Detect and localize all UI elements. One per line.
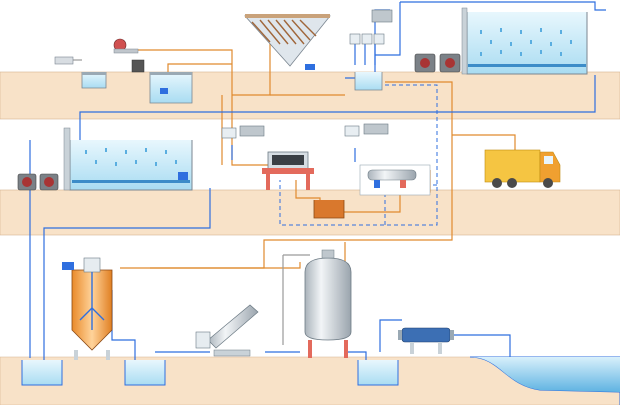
pipe-b12 <box>450 334 511 357</box>
inclined-plate-settler <box>244 14 331 70</box>
pipe-o8 <box>452 134 516 150</box>
storage-tank-icon <box>304 257 352 341</box>
screw-conveyor-icon <box>207 304 259 349</box>
decanter-centrifuge <box>344 123 431 196</box>
screw-conveyor <box>195 304 259 357</box>
dosing-pumps-top <box>349 9 393 91</box>
pipe-b11 <box>379 319 402 352</box>
sludge-pit <box>313 200 345 219</box>
pump-station <box>113 38 193 104</box>
sump-1 <box>21 360 63 386</box>
sludge-truck <box>484 149 561 188</box>
aeration-tank-2 <box>63 127 193 191</box>
centrifuge-icon <box>367 169 417 181</box>
sludge-pit-icon <box>313 200 345 219</box>
storage-tank <box>304 249 352 358</box>
pipe-b4 <box>375 2 401 56</box>
blower-pair-2 <box>17 173 59 191</box>
sump-3 <box>357 360 399 386</box>
pipe-o1 <box>133 49 233 95</box>
anaerobic-reactor <box>62 257 113 360</box>
aeration-tank-1 <box>461 7 588 75</box>
pipe-o5 <box>231 95 268 166</box>
pipe-b2 <box>400 1 606 11</box>
pipe-b10 <box>345 351 367 360</box>
sump-2 <box>124 360 166 386</box>
pipe-b3 <box>79 75 596 140</box>
truck-icon <box>484 149 541 183</box>
filter-press <box>221 125 314 190</box>
sumps <box>21 360 399 386</box>
dosing-pump-icon <box>371 9 393 23</box>
screen-icon <box>54 56 74 65</box>
uv-icon <box>401 327 451 343</box>
screen-unit <box>54 56 107 89</box>
pipe-b5 <box>43 188 211 360</box>
pipe-d1 <box>279 84 438 226</box>
uv-disinfection <box>398 327 454 354</box>
pipe-o2 <box>167 63 232 72</box>
gray-pipes <box>72 59 310 345</box>
blower-pair-1 <box>414 53 461 73</box>
pipe-o12 <box>150 262 301 269</box>
pipe-b7 <box>111 290 136 360</box>
